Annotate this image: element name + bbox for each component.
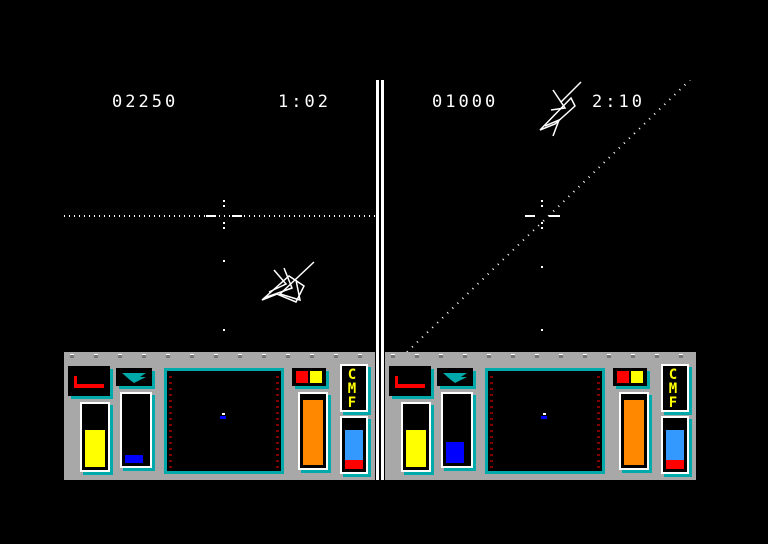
rivet (631, 354, 635, 358)
warning-light-red (296, 371, 308, 383)
fuel-gauge (80, 402, 110, 472)
weapon-indicator (68, 366, 110, 396)
shield-gauge (340, 416, 368, 474)
engine-fill (303, 400, 323, 465)
rivet (655, 354, 659, 358)
cmf-letter-m: M (668, 381, 678, 397)
horizon-indicator-icon (437, 368, 473, 386)
crosshair-icon (525, 200, 560, 331)
shield-fill (666, 430, 684, 469)
weapon-icon (395, 376, 425, 388)
throttle-gauge (120, 392, 152, 468)
radar-ticks-right (490, 376, 600, 468)
weapon-icon (74, 376, 104, 388)
rivet (238, 354, 242, 358)
throttle-fill (125, 455, 143, 463)
cmf-indicator: C M F (661, 364, 689, 412)
engine-fill (624, 400, 644, 465)
rivet (679, 354, 683, 358)
rivet (463, 354, 467, 358)
cmf-letter-f: F (668, 395, 678, 411)
rivet (334, 354, 338, 358)
radar-blip-icon (541, 416, 547, 419)
right-horizon-svg (406, 80, 691, 352)
rivet (607, 354, 611, 358)
radar-ticks-left (169, 376, 279, 468)
rivet (70, 354, 74, 358)
player1-score: 02250 (112, 92, 179, 112)
rivet-row (64, 354, 375, 360)
engine-gauge (298, 392, 328, 470)
radar-blip-icon (220, 416, 226, 419)
shield-fill (345, 430, 363, 469)
rivet (535, 354, 539, 358)
radar-screen (485, 368, 605, 474)
left-horizon-svg (64, 200, 375, 331)
rivet (214, 354, 218, 358)
cmf-letter-c: C (347, 367, 357, 383)
engine-gauge (619, 392, 649, 470)
rivet (511, 354, 515, 358)
rivet (286, 354, 290, 358)
crosshair-icon (206, 200, 242, 331)
tilted-horizon-line (406, 80, 691, 352)
damage-fill (345, 460, 363, 469)
rivet-row (385, 354, 696, 360)
fuel-fill (85, 430, 105, 467)
rivet (94, 354, 98, 358)
cmf-indicator: C M F (340, 364, 368, 412)
warning-light-red (617, 371, 629, 383)
enemy-jet-icon (261, 261, 315, 303)
rivet (391, 354, 395, 358)
player2-timer: 2:10 (592, 92, 645, 112)
player2-score: 01000 (432, 92, 499, 112)
right-player-view (385, 80, 696, 352)
weapon-indicator (389, 366, 431, 396)
rivet (142, 354, 146, 358)
rivet (358, 354, 362, 358)
throttle-fill (446, 442, 464, 463)
rivet (439, 354, 443, 358)
enemy-jet-icon (539, 81, 582, 137)
warning-lights (613, 368, 647, 386)
left-player-view (64, 80, 375, 352)
rivet (559, 354, 563, 358)
screen-divider (375, 80, 385, 480)
rivet (415, 354, 419, 358)
horizon-indicator-icon (116, 368, 152, 386)
throttle-gauge (441, 392, 473, 468)
rivet (487, 354, 491, 358)
rivet (310, 354, 314, 358)
rivet (262, 354, 266, 358)
radar-svg (169, 376, 279, 468)
radar-screen (164, 368, 284, 474)
cmf-letter-m: M (347, 381, 357, 397)
rivet (190, 354, 194, 358)
fuel-gauge (401, 402, 431, 472)
warning-light-yellow (631, 371, 643, 383)
cmf-letter-c: C (668, 367, 678, 383)
left-cockpit-panel: C M F (64, 352, 375, 480)
radar-svg (490, 376, 600, 468)
right-cockpit-panel: C M F (385, 352, 696, 480)
rivet (583, 354, 587, 358)
fuel-fill (406, 430, 426, 467)
rivet (166, 354, 170, 358)
shield-gauge (661, 416, 689, 474)
cmf-letter-f: F (347, 395, 357, 411)
warning-light-yellow (310, 371, 322, 383)
player1-timer: 1:02 (278, 92, 331, 112)
rivet (118, 354, 122, 358)
warning-lights (292, 368, 326, 386)
damage-fill (666, 460, 684, 469)
